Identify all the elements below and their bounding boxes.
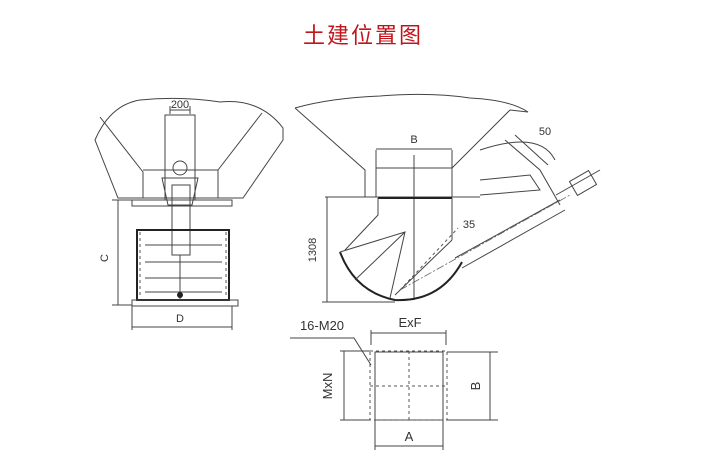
hopper-outline <box>294 93 529 197</box>
hopper-outline <box>94 97 284 199</box>
dim-200-label: 200 <box>171 99 189 111</box>
dim-exf-label: ExF <box>398 315 421 330</box>
page-title: 土建位置图 <box>302 24 423 49</box>
dim-mxn-label: MxN <box>320 373 335 400</box>
dim-50-label: 50 <box>539 126 551 138</box>
dim-35-label: 35 <box>463 219 475 231</box>
dim-b-label: B <box>410 134 417 146</box>
dim-c-label: C <box>99 254 111 262</box>
side-view: B 50 35 1308 <box>294 93 601 303</box>
dim-d-label: D <box>176 313 184 325</box>
dim-a-label: A <box>405 429 414 444</box>
flange-view: ExF MxN B A 16-M20 <box>290 315 498 450</box>
bolt-spec-label: 16-M20 <box>300 318 344 333</box>
dim-1308-label: 1308 <box>307 238 319 262</box>
front-view: 200 C D <box>94 97 284 330</box>
dim-b-inner-label: B <box>468 382 483 391</box>
